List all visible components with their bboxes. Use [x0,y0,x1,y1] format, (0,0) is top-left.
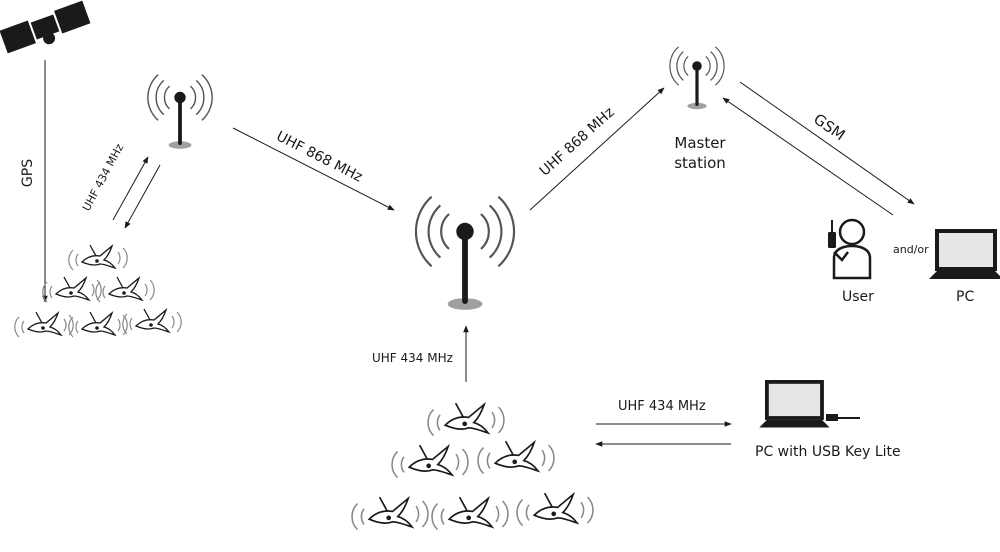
tagged-bird-icon [95,276,155,303]
satellite-icon [0,0,91,54]
tagged-bird-icon [391,444,469,479]
person-with-radio-icon [828,218,872,280]
tagged-bird-icon [122,308,182,335]
pc-laptop-icon [929,229,1000,279]
master-station-antenna-icon [668,45,726,111]
tagged-bird-icon [516,492,594,527]
uhf434-center-label: UHF 434 MHz [372,351,453,365]
tagged-bird-icon [427,402,505,437]
tagged-bird-icon [351,496,429,531]
pc-usb-label: PC with USB Key Lite [755,444,901,460]
master-station-label-line1: Master [674,134,726,152]
gps-label: GPS [20,158,36,188]
pc-usb-laptop-icon [759,380,860,428]
tagged-bird-icon [42,276,102,303]
master-station-label-line2: station [674,154,726,173]
left-relay-antenna-icon [145,72,215,151]
tagged-bird-icon [14,311,74,338]
and-or-label: and/or [893,243,929,256]
uhf434-up-arrow [112,156,149,221]
pc-label: PC [956,289,975,305]
tagged-bird-icon [68,244,128,271]
central-relay-antenna-icon [416,197,514,310]
uhf868-left-arrow [232,127,395,211]
tagged-bird-icon [477,440,555,475]
uhf434-bottom-label: UHF 434 MHz [618,399,706,414]
left-bird-flock [14,244,182,338]
master-station-label: Master station [660,133,740,174]
gsm-out-arrow [739,81,915,205]
bottom-bird-flock [351,402,594,531]
tagged-bird-icon [431,496,509,531]
gsm-in-arrow [722,97,894,216]
uhf868-right-arrow [529,87,665,211]
tagged-bird-icon [68,311,128,338]
uhf434-down-arrow [124,164,161,229]
user-label: User [842,289,874,305]
